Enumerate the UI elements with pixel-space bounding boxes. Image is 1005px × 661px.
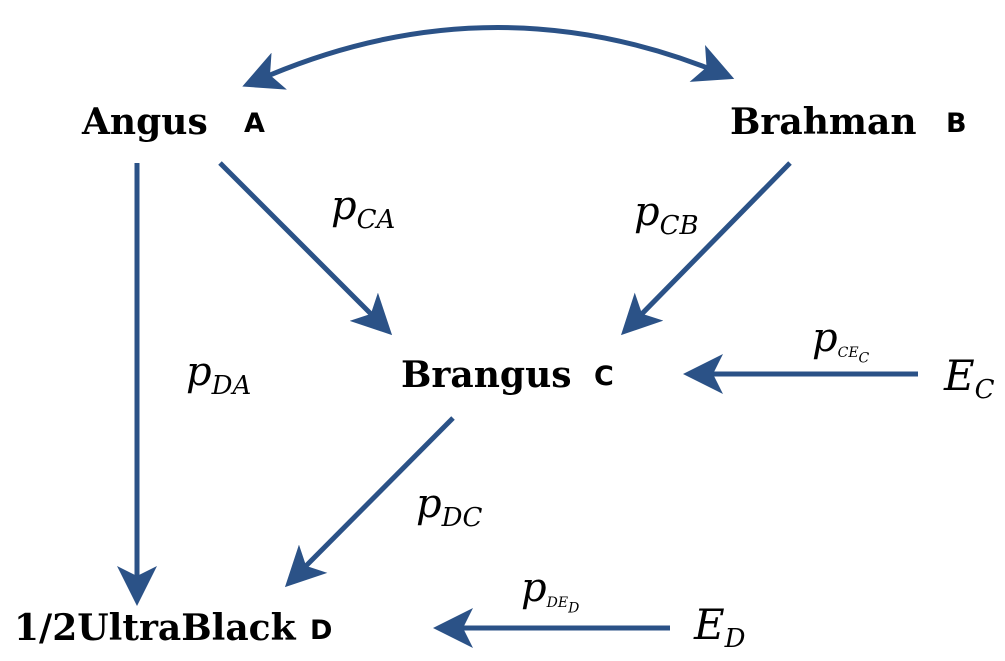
correlation-arrow-angus-brahman xyxy=(242,25,735,90)
arrow-brahman-to-brangus xyxy=(620,161,792,336)
arrow-brangus-to-ultrablack xyxy=(284,416,455,588)
error-variable-ec: EC xyxy=(944,351,995,405)
brangus-label: Brangus xyxy=(401,354,572,396)
brahman-letter: B xyxy=(946,108,967,139)
angus-letter: A xyxy=(244,108,265,139)
arrow-angus-to-brangus xyxy=(218,161,393,336)
brangus-letter: C xyxy=(594,361,614,392)
path-coef-ded: pDED xyxy=(521,565,580,617)
error-variable-ed: ED xyxy=(694,600,746,654)
path-coef-dc: pDC xyxy=(416,481,483,534)
path-coef-cec: pCEC xyxy=(812,315,870,367)
ultrablack-letter: D xyxy=(310,615,333,646)
ultrablack-label: 1/2UltraBlack xyxy=(14,607,296,649)
path-coef-cb: pCB xyxy=(634,189,699,242)
path-coef-ca: pCA xyxy=(331,183,396,236)
path-coef-da: pDA xyxy=(186,349,252,402)
brahman-label: Brahman xyxy=(730,101,917,143)
angus-label: Angus xyxy=(82,101,208,143)
